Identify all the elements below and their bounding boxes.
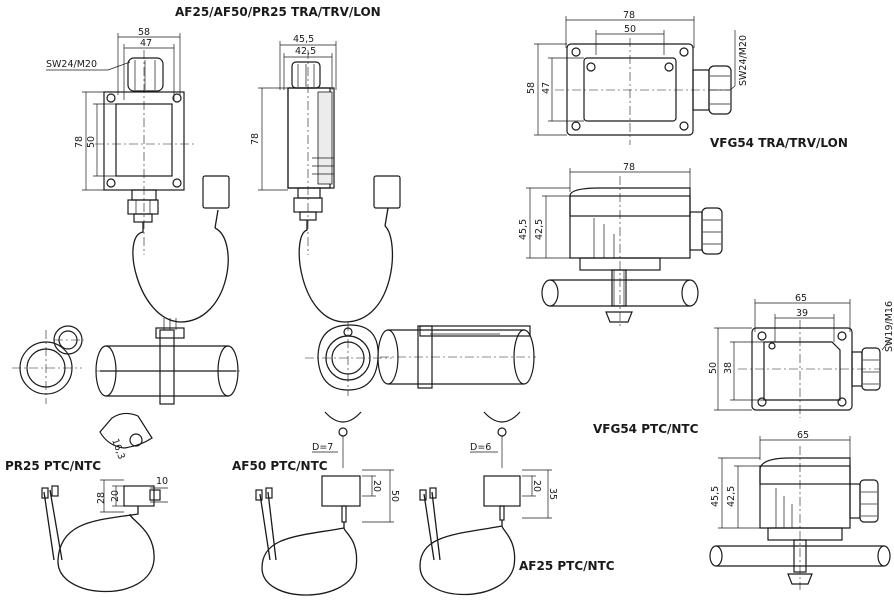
dim-45-5: 45,5 (293, 34, 314, 45)
dim-50-af50: 50 (389, 490, 400, 502)
side-view-af25-tra: 45,5 42,5 78 (250, 34, 401, 323)
sensor-af50-ptc: D=7 20 50 (255, 411, 400, 596)
dim-78-vfg-top: 78 (623, 10, 635, 21)
title-af25-af50-pr25-tra: AF25/AF50/PR25 TRA/TRV/LON (175, 5, 381, 19)
pipe-mount-af25-section (12, 325, 84, 404)
dim-78-side: 78 (250, 133, 261, 145)
dim-10-pr: 10 (156, 476, 168, 487)
dim-20-af25: 20 (531, 480, 542, 492)
dim-58-vfg: 58 (526, 82, 537, 94)
dim-58: 58 (138, 27, 150, 38)
top-view-vfg54-tra: 78 50 SW24/M20 58 47 (526, 10, 749, 145)
top-view-vfg54-ptc: 65 39 SW19/M16 50 38 (708, 293, 894, 418)
dim-42-5-vfg: 42,5 (534, 219, 545, 240)
title-af50-ptc: AF50 PTC/NTC (232, 459, 328, 473)
sensor-pr25-ptc: 16,3 20 28 10 (41, 412, 168, 593)
title-vfg54-tra: VFG54 TRA/TRV/LON (710, 136, 848, 150)
dim-47: 47 (140, 38, 152, 49)
dim-d-6: D=6 (470, 442, 491, 453)
front-view-af25-tra: 58 47 SW24/M20 78 50 (46, 27, 230, 323)
dim-28-pr: 28 (96, 492, 107, 504)
dim-38-ptc: 38 (723, 362, 734, 374)
dim-78-vfg-side: 78 (623, 162, 635, 173)
dim-65-ptc-side: 65 (797, 430, 809, 441)
sensor-af25-ptc: D=6 20 35 (419, 411, 558, 595)
dim-42-5-ptc: 42,5 (726, 486, 737, 507)
dim-50-ptc: 50 (708, 362, 719, 374)
dim-50-vfg-top: 50 (624, 24, 636, 35)
dim-65-ptc: 65 (795, 293, 807, 304)
dim-35-af25: 35 (547, 488, 558, 500)
dim-47-vfg: 47 (541, 82, 552, 94)
dim-sw19-m16: SW19/M16 (884, 301, 894, 352)
dim-78: 78 (74, 136, 85, 148)
dim-sw24-vfg: SW24/M20 (738, 35, 749, 86)
dim-42-5: 42,5 (295, 46, 316, 57)
pipe-mount-af50-section (305, 322, 392, 396)
dim-sw24-m20: SW24/M20 (46, 59, 97, 70)
side-view-vfg54-tra: 78 45,5 42,5 (518, 162, 723, 326)
pipe-mount-af50-side (377, 325, 536, 389)
dim-45-5-vfg: 45,5 (518, 219, 529, 240)
pipe-mount-af25-side (95, 318, 240, 405)
dim-20-af50: 20 (371, 480, 382, 492)
dim-39-ptc: 39 (796, 308, 808, 319)
title-pr25-ptc: PR25 PTC/NTC (5, 459, 101, 473)
dim-16-3: 16,3 (109, 437, 127, 461)
title-vfg54-ptc: VFG54 PTC/NTC (593, 422, 699, 436)
dim-d-7: D=7 (312, 442, 333, 453)
dim-20-pr: 20 (110, 490, 121, 502)
dim-50: 50 (86, 136, 97, 148)
dim-45-5-ptc: 45,5 (710, 486, 721, 507)
title-af25-ptc: AF25 PTC/NTC (519, 559, 615, 573)
side-view-vfg54-ptc: 65 45,5 42,5 (709, 430, 891, 590)
